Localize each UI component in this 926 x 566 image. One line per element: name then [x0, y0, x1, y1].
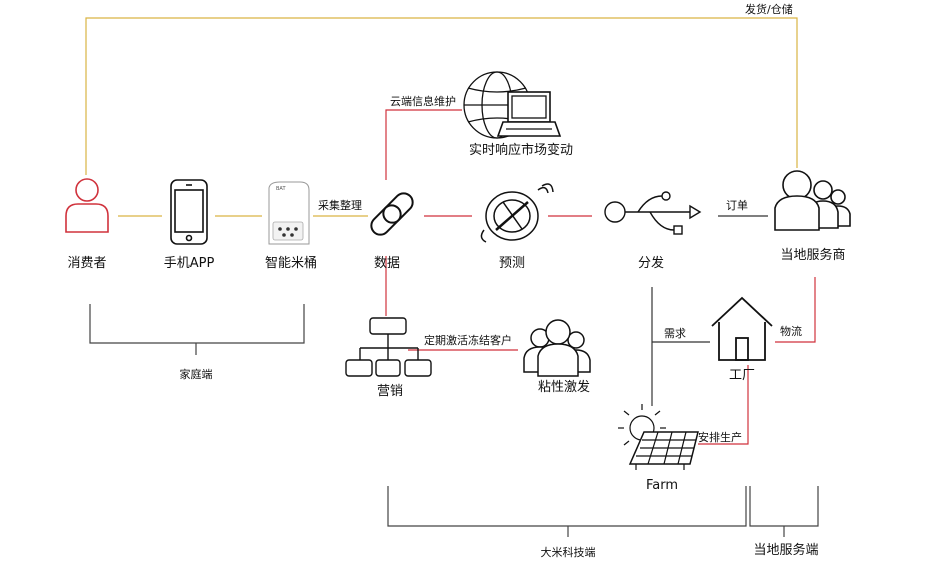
solar-farm-icon [618, 404, 699, 470]
group-brackets [89, 304, 819, 537]
damikeji-bracket [387, 486, 747, 527]
cloud-line [385, 109, 462, 180]
node-consumer: 消费者 [67, 256, 107, 271]
group-damikeji: 大米科技端 [540, 546, 596, 559]
user-icon [65, 178, 109, 233]
red-connectors [385, 109, 816, 445]
group-users-icon [774, 170, 851, 231]
node-farm: Farm [645, 478, 679, 493]
edge-collect: 采集整理 [318, 199, 362, 212]
local-bracket [749, 486, 819, 527]
org-chart-icon [345, 317, 432, 377]
edge-cloud-info: 云端信息维护 [390, 95, 456, 108]
link-icon [370, 192, 414, 236]
ship-storage-line [85, 17, 798, 175]
node-realtime-response: 实时响应市场变动 [468, 143, 574, 158]
edge-production: 安排生产 [698, 431, 742, 444]
node-phone-app: 手机APP [163, 256, 215, 271]
dark-connectors [651, 215, 768, 406]
node-forecast: 预测 [498, 256, 526, 271]
node-distribute: 分发 [637, 256, 665, 271]
edge-ship-storage: 发货/仓储 [745, 3, 793, 16]
svg-text:BAT: BAT [276, 186, 286, 192]
node-factory: 工厂 [728, 368, 756, 383]
home-bracket [89, 304, 305, 344]
group-home: 家庭端 [179, 368, 213, 381]
phone-icon [170, 179, 208, 245]
production-line [698, 365, 749, 445]
edge-demand: 需求 [664, 327, 686, 340]
edge-logistics: 物流 [780, 325, 802, 338]
node-stickiness: 粘性激发 [537, 380, 591, 395]
node-marketing: 营销 [376, 384, 404, 399]
node-local-provider: 当地服务商 [780, 248, 846, 263]
house-icon [711, 296, 773, 361]
globe-laptop-icon [463, 71, 562, 139]
node-data: 数据 [373, 256, 401, 271]
edge-promo: 定期激活冻结客户 [424, 334, 512, 347]
logistics-line [775, 277, 816, 343]
crowd-icon [523, 319, 591, 377]
orange-connectors [85, 17, 798, 217]
usb-share-icon [604, 191, 702, 235]
edge-order: 订单 [726, 199, 748, 212]
rice-bin-icon: BAT [268, 181, 310, 245]
forecast-icon [480, 183, 554, 243]
node-smart-bin: 智能米桶 [264, 256, 318, 271]
group-local: 当地服务端 [753, 543, 819, 558]
